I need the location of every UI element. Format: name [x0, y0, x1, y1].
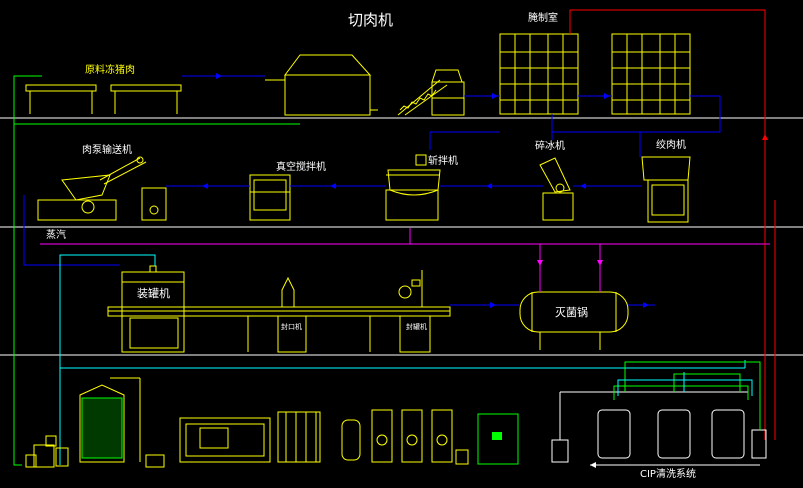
label-capper: 封罐机: [406, 323, 427, 331]
label-mincer: 绞肉机: [656, 140, 686, 151]
label-curing-room: 腌制室: [528, 13, 558, 24]
control-cabinet-fill: [492, 432, 502, 440]
steam-line: [40, 228, 770, 292]
return-arrows: [762, 134, 768, 140]
incline-conveyor: [397, 69, 465, 116]
filter-tank-grid: [81, 397, 123, 459]
chopper: [385, 154, 441, 221]
cip-return-line-left: [13, 75, 300, 466]
cip-arrows: [590, 462, 596, 468]
steam-arrows: [537, 260, 603, 266]
cip-system: [551, 391, 767, 466]
vacuum-tumbler: [249, 174, 291, 221]
water-line: [59, 254, 746, 465]
label-steam: 蒸汽: [46, 230, 66, 241]
page-title: 切肉机: [348, 11, 394, 29]
row2-flow-arrows: [202, 183, 586, 189]
cip-green-loop: [613, 361, 761, 430]
control-cabinet: [477, 413, 519, 465]
floor-lines: [0, 117, 803, 356]
water-treatment-equipment: [25, 377, 469, 468]
meat-cutter-machine: [265, 54, 378, 116]
label-chopper: 斩拌机: [428, 156, 458, 167]
row1-flow-arrows: [216, 73, 610, 99]
mincer: [641, 156, 691, 223]
label-ice-crusher: 碎冰机: [535, 141, 565, 152]
ice-crusher: [539, 157, 574, 221]
raw-material-tables: [25, 84, 182, 114]
label-cip-system: CIP清洗系统: [640, 469, 696, 480]
meat-pump-conveyor: [37, 156, 167, 221]
row3-flow-arrows: [490, 302, 649, 308]
label-raw-material: 原料冻猪肉: [85, 65, 135, 76]
label-sterilizer: 灭菌锅: [555, 306, 588, 319]
return-line: [569, 9, 776, 440]
label-canning-machine: 装罐机: [137, 287, 170, 300]
curing-room-racks: [499, 33, 691, 115]
label-vacuum-tumbler: 真空搅拌机: [276, 162, 326, 173]
sterilizer-tank: [519, 291, 629, 350]
label-meat-conveyor: 肉泵输送机: [82, 145, 132, 156]
cip-cyan-loop: [617, 372, 753, 396]
label-sealer: 封口机: [281, 323, 302, 331]
canning-line: [107, 265, 451, 353]
